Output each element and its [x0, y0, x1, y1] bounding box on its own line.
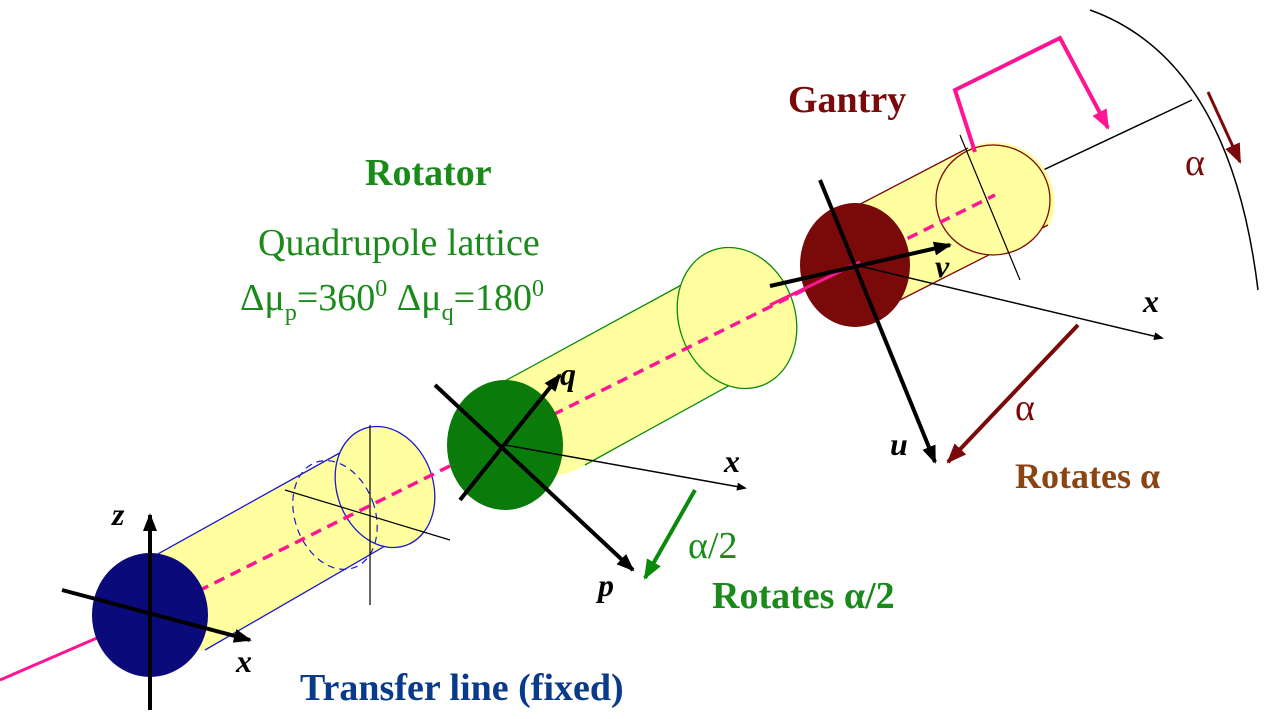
axis-label-x-rotator: x	[723, 443, 740, 479]
axis-label-x-gantry: x	[1142, 283, 1159, 319]
axis-label-q: q	[560, 356, 576, 392]
gantry-axes	[769, 179, 1164, 464]
axis-label-z: z	[111, 496, 125, 532]
rotator-alpha-half-label: α/2	[688, 525, 737, 567]
gantry-rotation-arc	[1089, 9, 1259, 291]
axis-label-x-transfer: x	[235, 643, 252, 679]
gantry-bend-arrow	[952, 35, 1110, 153]
phase-advance: Δμp=3600 Δμq=1800	[240, 276, 544, 326]
rotates-alpha-half-label: Rotates α/2	[712, 575, 895, 617]
axis-label-p: p	[595, 567, 614, 603]
transfer-line-axes	[61, 513, 252, 710]
axis-label-u: u	[890, 426, 908, 462]
axis-label-v: v	[935, 248, 950, 284]
beam-dashed-line	[149, 193, 996, 617]
gantry-alpha-arrow-lower	[946, 323, 1080, 464]
gantry-lower-alpha-label: α	[1015, 387, 1035, 429]
gantry-alpha-label: α	[1185, 142, 1205, 184]
gantry-alpha-arrow	[1206, 91, 1242, 164]
gantry-title: Gantry	[788, 79, 906, 121]
rotator-axes	[433, 373, 747, 572]
rotates-alpha-label: Rotates α	[1015, 456, 1160, 496]
rotator-alpha-half-arrow	[643, 489, 697, 580]
transfer-line-title: Transfer line (fixed)	[300, 667, 624, 709]
rotator-title: Rotator	[365, 152, 492, 194]
rotator-subtitle: Quadrupole lattice	[258, 222, 540, 264]
